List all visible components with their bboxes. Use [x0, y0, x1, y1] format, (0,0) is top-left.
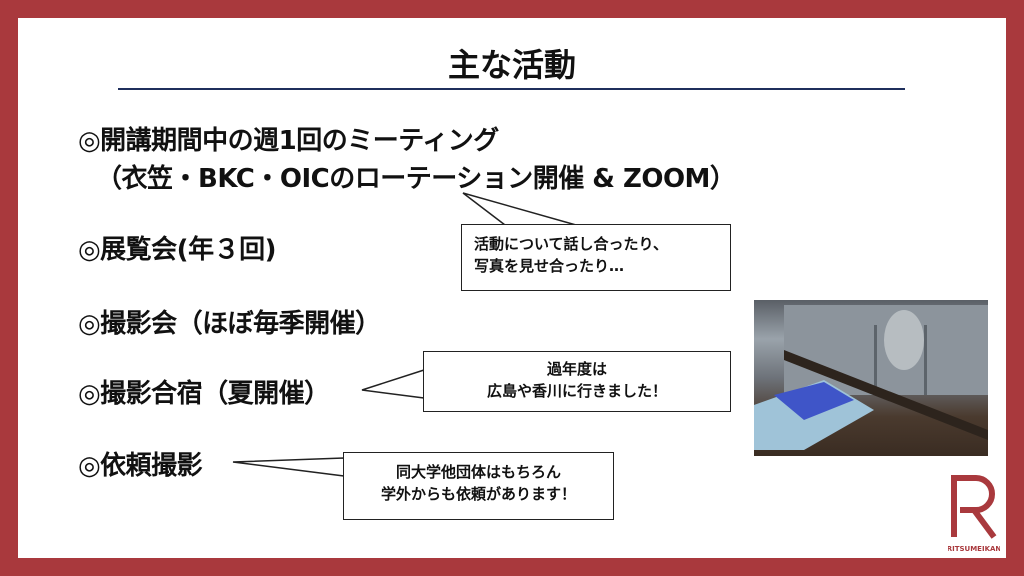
- svg-text:RITSUMEIKAN: RITSUMEIKAN: [948, 545, 1000, 553]
- item-meeting: ◎開講期間中の週1回のミーティング: [78, 126, 499, 156]
- callout-camp: 過年度は 広島や香川に行きました！: [423, 351, 731, 412]
- callout-text: 過年度は: [546, 360, 607, 378]
- train-window-photo: [754, 300, 988, 456]
- callout-text: 活動について話し合ったり、: [474, 235, 668, 253]
- callout-text: 写真を見せ合ったり…: [474, 257, 625, 275]
- callout-text: 同大学他団体はもちろん: [395, 463, 561, 481]
- callout-meeting: 活動について話し合ったり、 写真を見せ合ったり…: [461, 224, 731, 291]
- item-photo-camp: ◎撮影合宿（夏開催）: [78, 379, 330, 409]
- callout-commission: 同大学他団体はもちろん 学外からも依頼があります！: [343, 452, 614, 520]
- title-underline: [118, 88, 905, 90]
- item-commission: ◎依頼撮影: [78, 451, 203, 481]
- item-photo-session: ◎撮影会（ほぼ毎季開催）: [78, 309, 381, 339]
- callout-text: 広島や香川に行きました！: [486, 382, 667, 400]
- item-meeting-detail: （衣笠・BKC・OICのローテーション開催 & ZOOM）: [96, 164, 736, 194]
- callout-text: 学外からも依頼があります！: [380, 485, 576, 503]
- ritsumeikan-logo: RITSUMEIKAN: [947, 472, 1001, 554]
- item-exhibition: ◎展覧会(年３回): [78, 235, 276, 265]
- slide-title: 主な活動: [447, 46, 576, 84]
